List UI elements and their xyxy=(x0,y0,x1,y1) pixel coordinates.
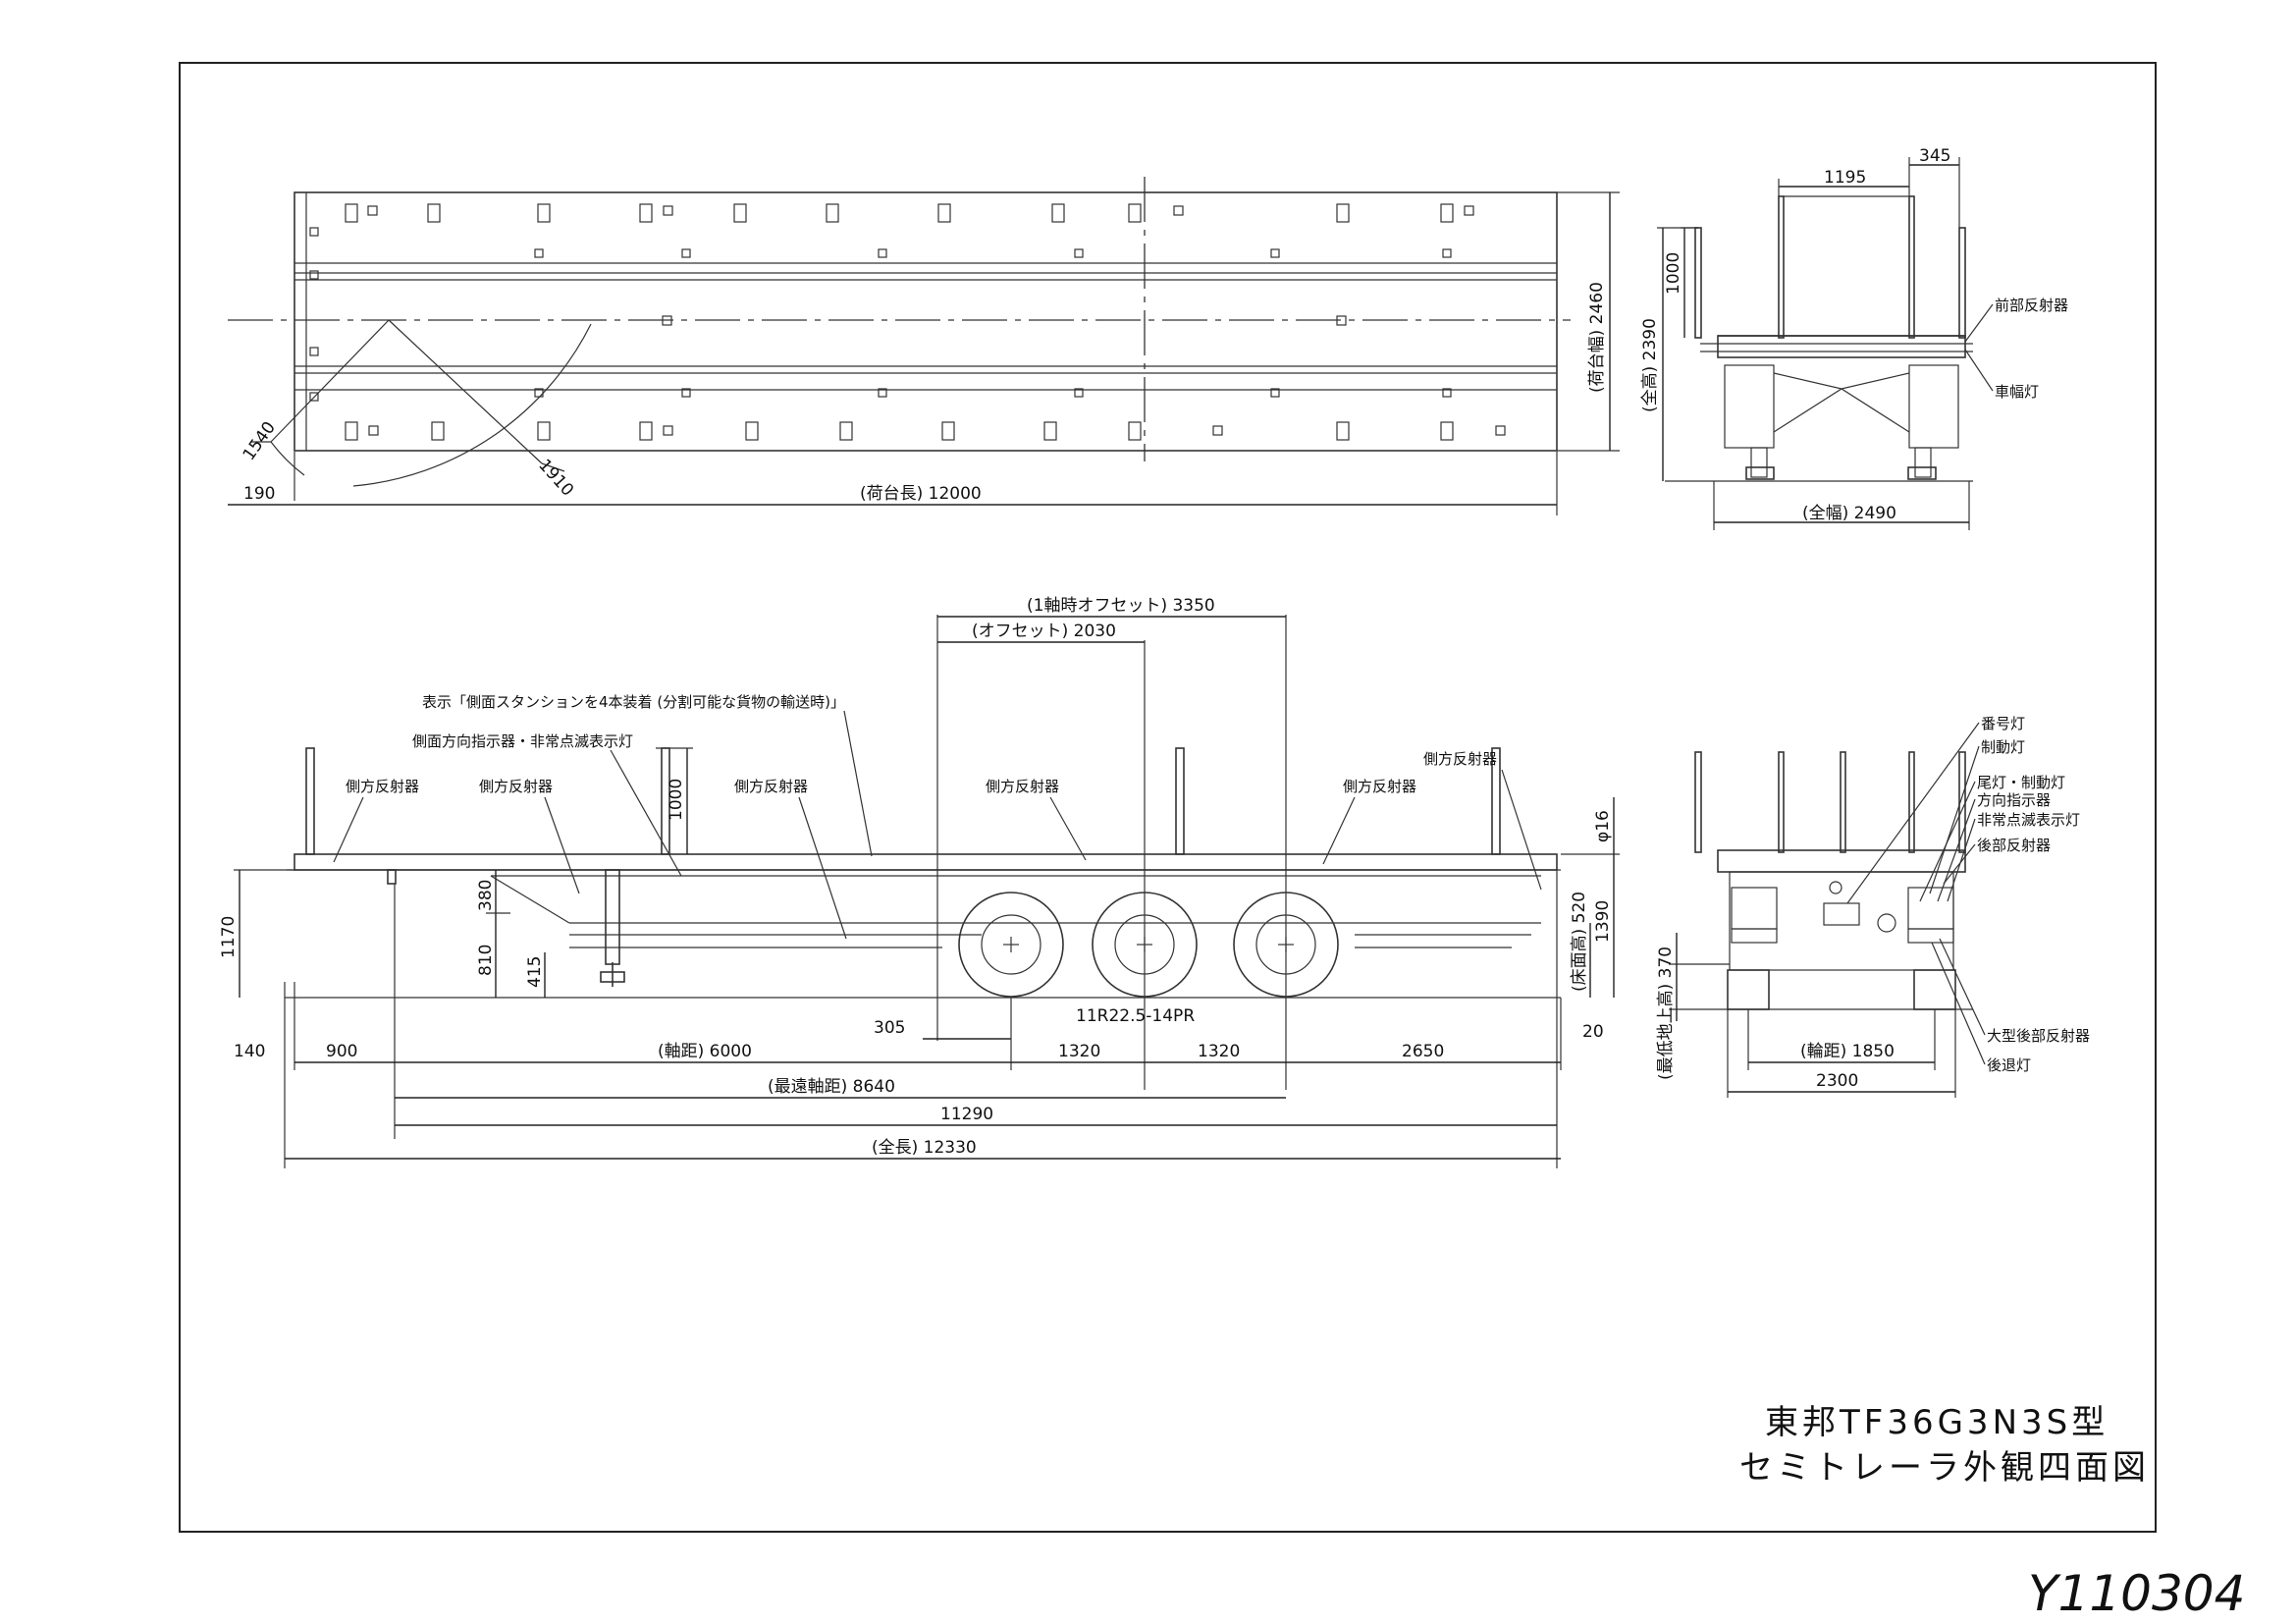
rear-view: 番号灯 制動灯 尾灯・制動灯 方向指示器 非常点滅表示灯 後部反射器 大型後部反… xyxy=(1656,715,2090,1098)
stake-pockets-bottom xyxy=(345,421,1506,441)
side-offset: (オフセット) 2030 xyxy=(972,622,1116,641)
drawing-title-line1: 東邦TF36G3N3S型 xyxy=(1765,1403,2109,1442)
drawing-border xyxy=(179,62,2157,1533)
label-side-indicator: 側面方向指示器・非常点滅表示灯 xyxy=(412,732,633,750)
label-rear-reflector: 後部反射器 xyxy=(1977,837,2051,854)
side-dim-140: 140 xyxy=(234,1042,265,1061)
side-wheelbase: (軸距) 6000 xyxy=(658,1042,752,1061)
radius-1540-label: 1540 xyxy=(240,418,280,464)
plan-front-overhang: 190 xyxy=(243,484,275,504)
side-kingpin-1170: 1170 xyxy=(219,916,239,958)
side-dim-11290: 11290 xyxy=(940,1105,993,1124)
label-tail-brake-lamp: 尾灯・制動灯 xyxy=(1977,774,2065,791)
label-width-lamp: 車幅灯 xyxy=(1995,383,2039,401)
label-number-lamp: 番号灯 xyxy=(1981,715,2025,732)
rear-min-ground-clearance: (最低地上高) 370 xyxy=(1656,947,1676,1080)
plan-view: 1540 1910 190 (荷台長) 12000 (荷台幅) 2460 xyxy=(228,177,1620,515)
label-side-reflector-5: 側方反射器 xyxy=(1343,778,1416,795)
label-large-rear-reflector: 大型後部反射器 xyxy=(1987,1027,2090,1045)
label-side-reflector-2: 側方反射器 xyxy=(479,778,553,795)
side-dim-415: 415 xyxy=(525,956,545,988)
side-axle-1320a: 1320 xyxy=(1058,1042,1100,1061)
label-reverse-lamp: 後退灯 xyxy=(1987,1056,2031,1074)
deck-outline xyxy=(294,191,1558,452)
side-offset-1axle: (1軸時オフセット) 3350 xyxy=(1027,596,1215,616)
rear-track: (輪距) 1850 xyxy=(1800,1042,1895,1061)
side-rear-overhang: 2650 xyxy=(1402,1042,1444,1061)
side-deck-height: 1390 xyxy=(1593,900,1613,943)
front-stake-1000: 1000 xyxy=(1664,252,1683,295)
side-axle-1320b: 1320 xyxy=(1198,1042,1240,1061)
note-stanchion: 表示「側面スタンションを4本装着 (分割可能な貨物の輸送時)」 xyxy=(422,693,845,711)
drawing-number: Y110304 xyxy=(2028,1565,2245,1622)
label-side-reflector-6: 側方反射器 xyxy=(1423,750,1497,768)
side-pin-dia: φ16 xyxy=(1593,810,1613,842)
side-view: (1軸時オフセット) 3350 (オフセット) 2030 表示「側面スタンション… xyxy=(219,596,1620,1168)
label-hazard-lamp: 非常点滅表示灯 xyxy=(1977,811,2080,829)
label-turn-indicator: 方向指示器 xyxy=(1977,791,2051,809)
side-max-wheelbase: (最遠軸距) 8640 xyxy=(768,1077,895,1097)
label-front-reflector: 前部反射器 xyxy=(1995,297,2068,314)
stake-pockets-top xyxy=(345,203,1474,223)
lashing-points xyxy=(534,248,1452,398)
plan-deck-length: (荷台長) 12000 xyxy=(860,484,982,504)
side-tire: 11R22.5-14PR xyxy=(1076,1006,1195,1026)
plan-deck-width: (荷台幅) 2460 xyxy=(1587,282,1607,393)
rear-lamp-labels: 番号灯 制動灯 尾灯・制動灯 方向指示器 非常点滅表示灯 後部反射器 大型後部反… xyxy=(1846,715,2090,1074)
side-dim-20: 20 xyxy=(1582,1022,1604,1042)
side-deck xyxy=(294,853,1558,871)
label-side-reflector-3: 側方反射器 xyxy=(734,778,808,795)
front-view: 1195 345 1000 (全高) 2390 (全幅) 2490 前部反射器 … xyxy=(1640,146,2068,530)
wheels xyxy=(958,892,1339,998)
front-dim-1195: 1195 xyxy=(1824,168,1866,188)
side-dim-900: 900 xyxy=(326,1042,357,1061)
side-stake-1000: 1000 xyxy=(667,779,686,821)
side-dim-380: 380 xyxy=(476,880,496,911)
label-side-reflector-1: 側方反射器 xyxy=(346,778,419,795)
radius-1910-label: 1910 xyxy=(534,456,577,501)
side-floor-height: (床面高) 520 xyxy=(1570,892,1589,992)
front-overall-width: (全幅) 2490 xyxy=(1802,504,1896,523)
drawing-title-line2: セミトレーラ外観四面図 xyxy=(1739,1448,2150,1488)
front-dim-345: 345 xyxy=(1919,146,1950,166)
side-dim-810: 810 xyxy=(476,945,496,976)
rear-width: 2300 xyxy=(1816,1071,1858,1091)
side-dim-305: 305 xyxy=(874,1018,905,1038)
label-side-reflector-4: 側方反射器 xyxy=(986,778,1059,795)
side-overall-length: (全長) 12330 xyxy=(872,1138,977,1158)
label-brake-lamp: 制動灯 xyxy=(1981,738,2025,756)
front-overall-height: (全高) 2390 xyxy=(1640,318,1660,412)
